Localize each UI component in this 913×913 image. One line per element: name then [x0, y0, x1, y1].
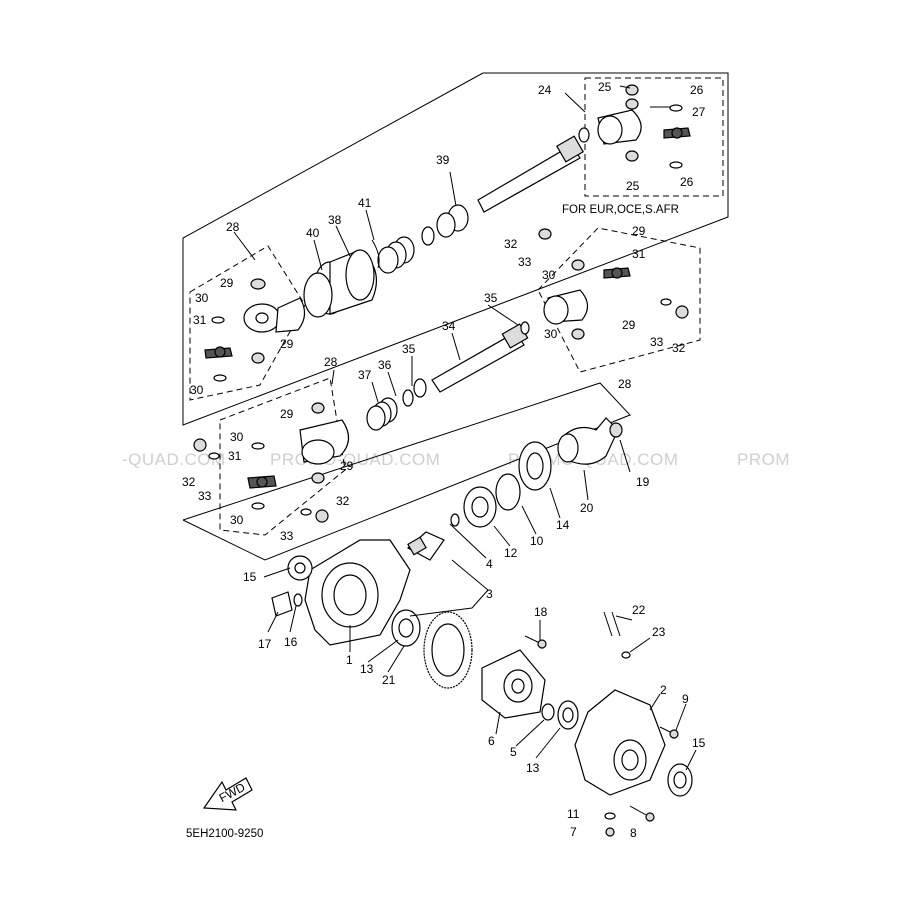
yoke-box-lower-left: [219, 377, 346, 536]
callout-39: 39: [436, 153, 450, 167]
callout-28-upper: 28: [226, 220, 240, 234]
ring-gear: [391, 609, 473, 689]
callout-13-left: 13: [360, 662, 374, 676]
universal-joint-middle-right: [538, 228, 689, 340]
callout-12: 12: [504, 546, 518, 560]
callout-29-b: 29: [280, 337, 294, 351]
callout-30-f: 30: [230, 513, 244, 527]
callout-26-bottom: 26: [680, 175, 694, 189]
callout-24: 24: [538, 83, 552, 97]
pinion-bearing-stack: [450, 417, 623, 528]
callout-34: 34: [442, 319, 456, 333]
callout-28-right: 28: [618, 377, 632, 391]
callout-30-b: 30: [190, 383, 204, 397]
callout-31-c: 31: [228, 449, 242, 463]
rubber-boot: [303, 239, 380, 318]
callout-31-a: 31: [193, 313, 207, 327]
callout-33-a: 33: [518, 255, 532, 269]
callout-17: 17: [258, 637, 272, 651]
lower-shaft-outline: [182, 382, 631, 561]
callout-27: 27: [692, 105, 706, 119]
callout-30-e: 30: [230, 430, 244, 444]
callout-33-b: 33: [650, 335, 664, 349]
pinion-gear: [406, 531, 445, 561]
callout-2: 2: [660, 683, 667, 697]
callout-38: 38: [328, 213, 342, 227]
callout-18: 18: [534, 605, 548, 619]
yoke-box-upper-left: [189, 245, 306, 401]
callout-10: 10: [530, 534, 544, 548]
callout-41: 41: [358, 196, 372, 210]
callout-36: 36: [378, 358, 392, 372]
drive-shaft-upper: [377, 127, 590, 274]
callout-7: 7: [570, 825, 577, 839]
callout-5: 5: [510, 745, 517, 759]
callout-13-right: 13: [526, 761, 540, 775]
callout-1: 1: [346, 653, 353, 667]
callout-29-a: 29: [220, 276, 234, 290]
callout-15-left: 15: [243, 570, 257, 584]
callout-32-d: 32: [336, 494, 350, 508]
callout-35-left: 35: [402, 342, 416, 356]
callout-20: 20: [580, 501, 594, 515]
callout-25-top: 25: [598, 80, 612, 94]
callout-21: 21: [382, 673, 396, 687]
final-drive-housing-front: [271, 539, 411, 646]
group-bracket-3: [409, 559, 489, 617]
callout-32-c: 32: [182, 475, 196, 489]
callout-29-d: 29: [622, 318, 636, 332]
universal-joint-lower-left: [193, 402, 350, 523]
callout-33-c: 33: [198, 489, 212, 503]
callout-30-d: 30: [544, 327, 558, 341]
callout-33-d: 33: [280, 529, 294, 543]
callout-26-top: 26: [690, 83, 704, 97]
callout-16: 16: [284, 635, 298, 649]
final-drive-housing-rear: [574, 611, 693, 837]
callout-labels: 1 2 3 4 5 6 7 8 9 10 11 12 13 13 14 15 1…: [182, 80, 706, 840]
watermark-fragment-left: -QUAD.COM: [122, 450, 226, 469]
diagram-code: 5EH2100-9250: [186, 828, 263, 840]
callout-35-right: 35: [484, 291, 498, 305]
region-note: FOR EUR,OCE,S.AFR: [562, 204, 679, 216]
callout-14: 14: [556, 518, 570, 532]
universal-joint-upper-left: [204, 278, 306, 382]
fwd-arrow: FWD: [202, 777, 253, 811]
callout-9: 9: [682, 692, 689, 706]
watermark: -QUAD.COM PROMO-QUAD.COM PROMO-QUAD.COM …: [122, 450, 790, 469]
watermark-fragment-center: PROMO-QUAD.COM: [270, 450, 440, 469]
upper-assembly-outline: [182, 72, 729, 426]
callout-3: 3: [486, 587, 493, 601]
callout-28-lower: 28: [324, 355, 338, 369]
callout-32-a: 32: [504, 237, 518, 251]
callout-4: 4: [486, 557, 493, 571]
callout-22: 22: [632, 603, 646, 617]
callout-29-e: 29: [280, 407, 294, 421]
callout-37: 37: [358, 368, 372, 382]
drive-shaft-middle: [366, 321, 530, 431]
universal-joint-region-variant: [597, 84, 691, 169]
callout-15-right: 15: [692, 736, 706, 750]
callout-25-bottom: 25: [626, 179, 640, 193]
callout-40: 40: [306, 226, 320, 240]
callout-30-c: 30: [542, 268, 556, 282]
callout-32-b: 32: [672, 341, 686, 355]
yoke-box-middle-right: [537, 227, 701, 373]
callout-30-a: 30: [195, 291, 209, 305]
callout-8: 8: [630, 826, 637, 840]
callout-29-f: 29: [340, 459, 354, 473]
callout-29-c: 29: [632, 224, 646, 238]
callout-31-b: 31: [632, 247, 646, 261]
callout-11: 11: [567, 807, 580, 821]
callout-23: 23: [652, 625, 666, 639]
differential-case: [481, 635, 579, 730]
callout-19: 19: [636, 475, 650, 489]
leader-lines: [233, 85, 697, 771]
callout-6: 6: [488, 734, 495, 748]
watermark-fragment-edge: PROM: [737, 450, 790, 469]
